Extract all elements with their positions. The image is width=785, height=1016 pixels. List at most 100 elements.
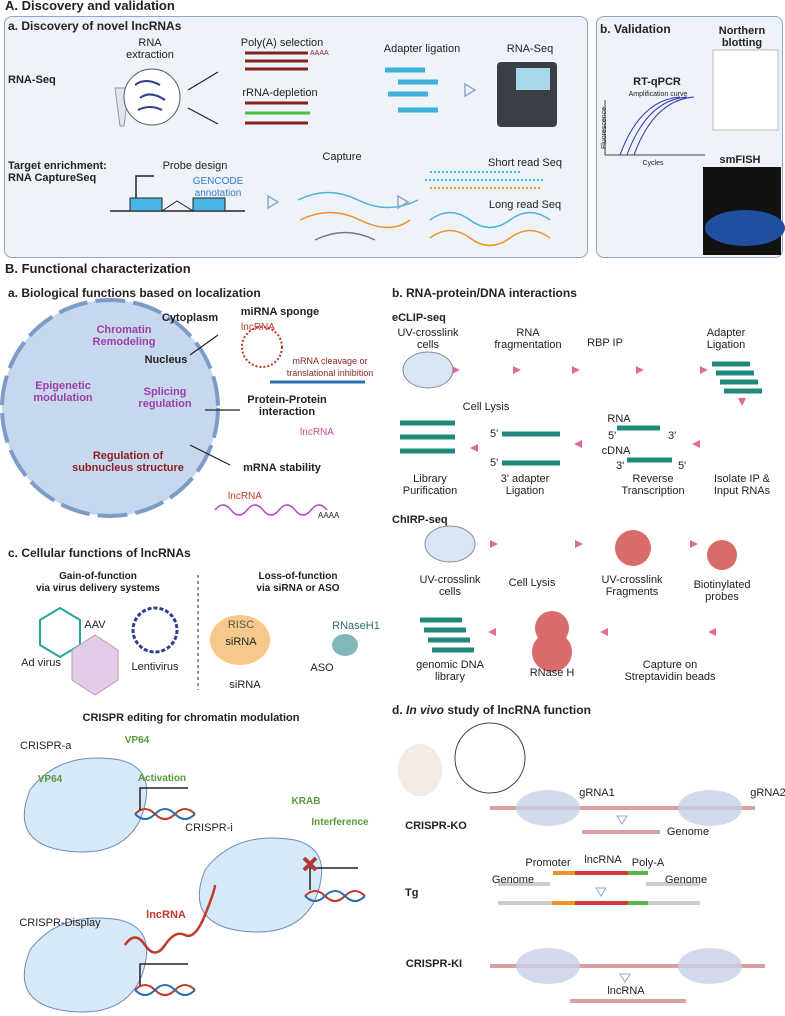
crispr-ki-label: CRISPR-KI	[405, 958, 463, 970]
five-prime-label: 5'	[490, 457, 499, 469]
label-line: Reverse	[632, 473, 674, 485]
label-line: Biotinylated	[693, 579, 751, 591]
label-line: Remodeling	[92, 336, 156, 348]
crispr-i-label: CRISPR-i	[185, 822, 233, 834]
label-line: regulation	[138, 398, 192, 410]
smfish-label: smFISH	[719, 154, 761, 166]
risc-complex	[210, 615, 270, 665]
isolate-rnas-label: Isolate IP &Input RNAs	[714, 473, 770, 497]
mrna-stability-label: mRNA stability	[243, 462, 321, 474]
polya-label: Poly-A	[631, 857, 665, 869]
label-line: Loss-of-function	[258, 571, 338, 582]
next-arrow	[397, 194, 410, 210]
promoter-label: Promoter	[525, 857, 571, 869]
label-line: Isolate IP &	[713, 473, 771, 485]
cycles-axis-label: Cycles	[642, 160, 664, 167]
mirna-circle	[241, 326, 283, 368]
label-line: Ligation	[706, 339, 746, 351]
long-reads	[429, 211, 551, 247]
three-prime-label: 3'	[616, 460, 625, 472]
cell-membrane	[0, 298, 220, 518]
lentivirus-label: Lentivirus	[131, 661, 179, 673]
label-line: genomic DNA	[416, 659, 484, 671]
aav-icon	[71, 634, 119, 696]
mrna-strand	[214, 504, 328, 516]
interactions-panel-title: b. RNA-protein/DNA interactions	[392, 286, 577, 300]
localization-panel-title: a. Biological functions based on localiz…	[8, 286, 261, 300]
label-line: Target enrichment:	[8, 160, 107, 172]
qpcr-axes	[604, 100, 705, 156]
dna-zoom-circle	[454, 722, 526, 794]
polya-selection-label: Poly(A) selection	[240, 37, 324, 49]
short-reads	[425, 171, 545, 189]
eclip-title: eCLIP-seq	[392, 312, 446, 324]
activation-label: Activation	[137, 773, 187, 784]
grna1-label: gRNA1	[579, 787, 615, 799]
crispr-editing-title: CRISPR editing for chromatin modulation	[82, 712, 300, 724]
five-prime-label: 5'	[490, 428, 499, 440]
label-line: Purification	[402, 485, 458, 497]
cell-lysis-label: Cell Lysis	[508, 577, 556, 589]
title-part: d.	[392, 703, 406, 717]
risc-label: RISC	[227, 619, 255, 631]
amplification-curves	[619, 96, 695, 156]
genome-label: Genome	[666, 826, 710, 838]
label-line: extraction	[126, 49, 174, 61]
five-prime-label: 5'	[608, 430, 617, 442]
section-b-title: B. Functional characterization	[5, 261, 191, 276]
crispr-display-label: CRISPR-Display	[19, 917, 101, 929]
label-line: via virus delivery systems	[36, 583, 160, 594]
rna-label: RNA	[607, 413, 631, 425]
label-line: RNA	[516, 327, 540, 339]
label-line: Epigenetic	[35, 380, 91, 392]
label-line: translational inhibition	[286, 368, 374, 378]
sirna-label: siRNA	[229, 679, 261, 691]
tg-label: Tg	[405, 887, 419, 899]
label-line: Regulation of	[92, 450, 164, 462]
label-line: cells	[438, 586, 461, 598]
rnaseh1-label: RNaseH1	[332, 620, 380, 632]
rna-seq-label: RNA-Seq	[506, 43, 554, 55]
label-line: Chromatin	[96, 324, 152, 336]
chirp-title: ChIRP-seq	[392, 514, 448, 526]
label-line: probes	[705, 591, 739, 603]
label-line: interaction	[258, 406, 316, 418]
label-line: Adapter	[706, 327, 746, 339]
target-enrichment-label: Target enrichment:RNA CaptureSeq	[8, 160, 107, 184]
rrna-depletion-label: rRNA-depletion	[242, 87, 318, 99]
amplification-curve-label: Amplification curve	[628, 91, 688, 98]
genome-right-label: Genome	[664, 874, 708, 886]
lncrna-label: lncRNA	[300, 427, 334, 438]
cas9-complexes	[516, 790, 742, 984]
long-read-label: Long read Seq	[488, 199, 562, 211]
label-line: Gain-of-function	[59, 571, 137, 582]
interference-label: Interference	[311, 817, 369, 828]
in-vivo-panel-title: d. In vivo study of lncRNA function	[392, 704, 591, 716]
sirna-inner-label: siRNA	[225, 636, 257, 648]
label-line: UV-crosslink	[397, 327, 459, 339]
rnase-h-label: RNase H	[529, 667, 575, 679]
rt-qpcr-label: RT-qPCR	[633, 76, 681, 88]
eclip-reads	[400, 361, 762, 653]
discovery-panel-title: a. Discovery of novel lncRNAs	[8, 19, 182, 33]
probe-design-graphic	[110, 175, 245, 212]
lncrna-label: lncRNA	[607, 985, 645, 997]
function-arrows	[189, 334, 240, 466]
crispr-complexes	[23, 757, 323, 1013]
lncrna-label: lncRNA	[241, 322, 275, 333]
lncrna-label: lncRNA	[228, 491, 262, 502]
nucleus-label: Nucleus	[144, 354, 188, 366]
sequencer-icon	[497, 62, 557, 127]
label-line: GENCODE	[192, 176, 244, 187]
